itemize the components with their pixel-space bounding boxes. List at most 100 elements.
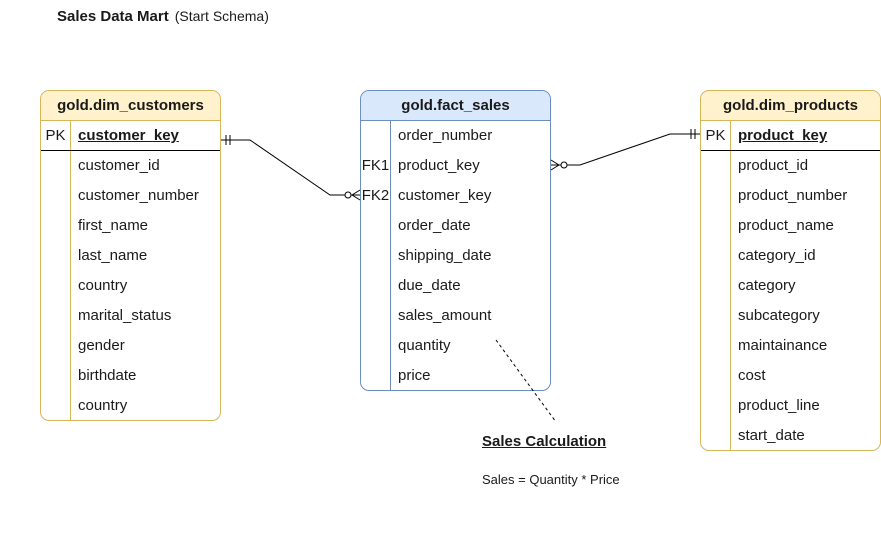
table-header: gold.fact_sales: [361, 91, 550, 121]
field-name: quantity: [398, 337, 451, 354]
field-row[interactable]: order_number: [361, 121, 550, 151]
field-name: order_date: [398, 217, 471, 234]
field-row[interactable]: maintainance: [701, 331, 880, 361]
key-cell: [701, 301, 731, 331]
field-row[interactable]: country: [41, 271, 220, 301]
fk1-label: FK1: [361, 151, 391, 181]
key-cell: [41, 391, 71, 420]
field-row[interactable]: FK1 product_key: [361, 151, 550, 181]
key-cell: [701, 361, 731, 391]
connector-products-fact[interactable]: [550, 129, 700, 171]
connector-customers-fact[interactable]: [221, 135, 361, 201]
key-cell: [41, 331, 71, 361]
key-cell: [701, 421, 731, 450]
field-name: order_number: [398, 127, 493, 144]
field-row[interactable]: product_line: [701, 391, 880, 421]
field-name: birthdate: [78, 367, 137, 384]
key-cell: [41, 361, 71, 391]
field-name: due_date: [398, 277, 461, 294]
field-row[interactable]: last_name: [41, 241, 220, 271]
field-row[interactable]: gender: [41, 331, 220, 361]
field-name: customer_key: [398, 187, 492, 204]
field-name: cost: [738, 367, 766, 384]
field-row[interactable]: due_date: [361, 271, 550, 301]
note-title: Sales Calculation: [482, 433, 607, 450]
key-cell: [701, 331, 731, 361]
field-row[interactable]: birthdate: [41, 361, 220, 391]
pk-row[interactable]: PK product_key: [701, 121, 880, 151]
field-name: product_number: [738, 187, 848, 204]
field-name: product_key: [398, 157, 480, 174]
key-cell: [361, 211, 391, 241]
key-cell: [701, 391, 731, 421]
table-dim-customers[interactable]: gold.dim_customers PK customer_key custo…: [40, 90, 221, 421]
field-name: country: [78, 277, 128, 294]
key-cell: [701, 151, 731, 181]
field-name: marital_status: [78, 307, 172, 324]
field-row[interactable]: product_id: [701, 151, 880, 181]
field-row[interactable]: shipping_date: [361, 241, 550, 271]
field-name: price: [398, 367, 431, 384]
field-row[interactable]: customer_id: [41, 151, 220, 181]
field-name: last_name: [78, 247, 148, 264]
field-name: customer_number: [78, 187, 199, 204]
fk2-label: FK2: [361, 181, 391, 211]
field-row[interactable]: country: [41, 391, 220, 420]
field-row[interactable]: cost: [701, 361, 880, 391]
field-row[interactable]: category: [701, 271, 880, 301]
key-cell: [701, 271, 731, 301]
field-row[interactable]: quantity: [361, 331, 550, 361]
key-cell: [361, 241, 391, 271]
field-name: product_id: [738, 157, 809, 174]
field-row[interactable]: subcategory: [701, 301, 880, 331]
diagram-subtitle: (Start Schema): [174, 8, 269, 24]
field-row[interactable]: start_date: [701, 421, 880, 450]
key-cell: [41, 271, 71, 301]
table-fact-sales[interactable]: gold.fact_sales order_number FK1 product_…: [360, 90, 551, 391]
field-row[interactable]: category_id: [701, 241, 880, 271]
field-name: gender: [78, 337, 125, 354]
diagram-title: Sales Data Mart: [57, 8, 169, 25]
field-row[interactable]: product_name: [701, 211, 880, 241]
key-cell: [361, 121, 391, 151]
field-row[interactable]: sales_amount: [361, 301, 550, 331]
field-row[interactable]: first_name: [41, 211, 220, 241]
field-name: customer_key: [78, 127, 179, 144]
key-cell: [41, 241, 71, 271]
field-name: shipping_date: [398, 247, 492, 264]
table-header: gold.dim_customers: [41, 91, 220, 121]
key-cell: [701, 211, 731, 241]
key-cell: [41, 211, 71, 241]
field-name: category: [738, 277, 796, 294]
table-header: gold.dim_products: [701, 91, 880, 121]
field-name: product_line: [738, 397, 820, 414]
field-name: maintainance: [738, 337, 828, 354]
note-body: Sales = Quantity * Price: [482, 472, 620, 487]
field-name: first_name: [78, 217, 149, 234]
field-name: start_date: [738, 427, 805, 444]
key-cell: [41, 301, 71, 331]
field-row[interactable]: price: [361, 361, 550, 390]
note-dashed-connector: [495, 339, 557, 423]
field-row[interactable]: customer_number: [41, 181, 220, 211]
key-cell: [701, 241, 731, 271]
field-name: category_id: [738, 247, 816, 264]
field-name: customer_id: [78, 157, 160, 174]
field-name: sales_amount: [398, 307, 492, 324]
field-row[interactable]: marital_status: [41, 301, 220, 331]
field-row[interactable]: product_number: [701, 181, 880, 211]
table-dim-products[interactable]: gold.dim_products PK product_key product…: [700, 90, 881, 451]
key-cell: [361, 271, 391, 301]
field-name: country: [78, 397, 128, 414]
field-row[interactable]: FK2 customer_key: [361, 181, 550, 211]
field-name: subcategory: [738, 307, 820, 324]
field-row[interactable]: order_date: [361, 211, 550, 241]
field-name: product_name: [738, 217, 834, 234]
key-cell: [41, 151, 71, 181]
page-title: Sales Data Mart (Start Schema): [57, 6, 269, 27]
key-cell: [361, 331, 391, 361]
pk-row[interactable]: PK customer_key: [41, 121, 220, 151]
key-cell: [361, 301, 391, 331]
pk-label: PK: [41, 121, 71, 150]
